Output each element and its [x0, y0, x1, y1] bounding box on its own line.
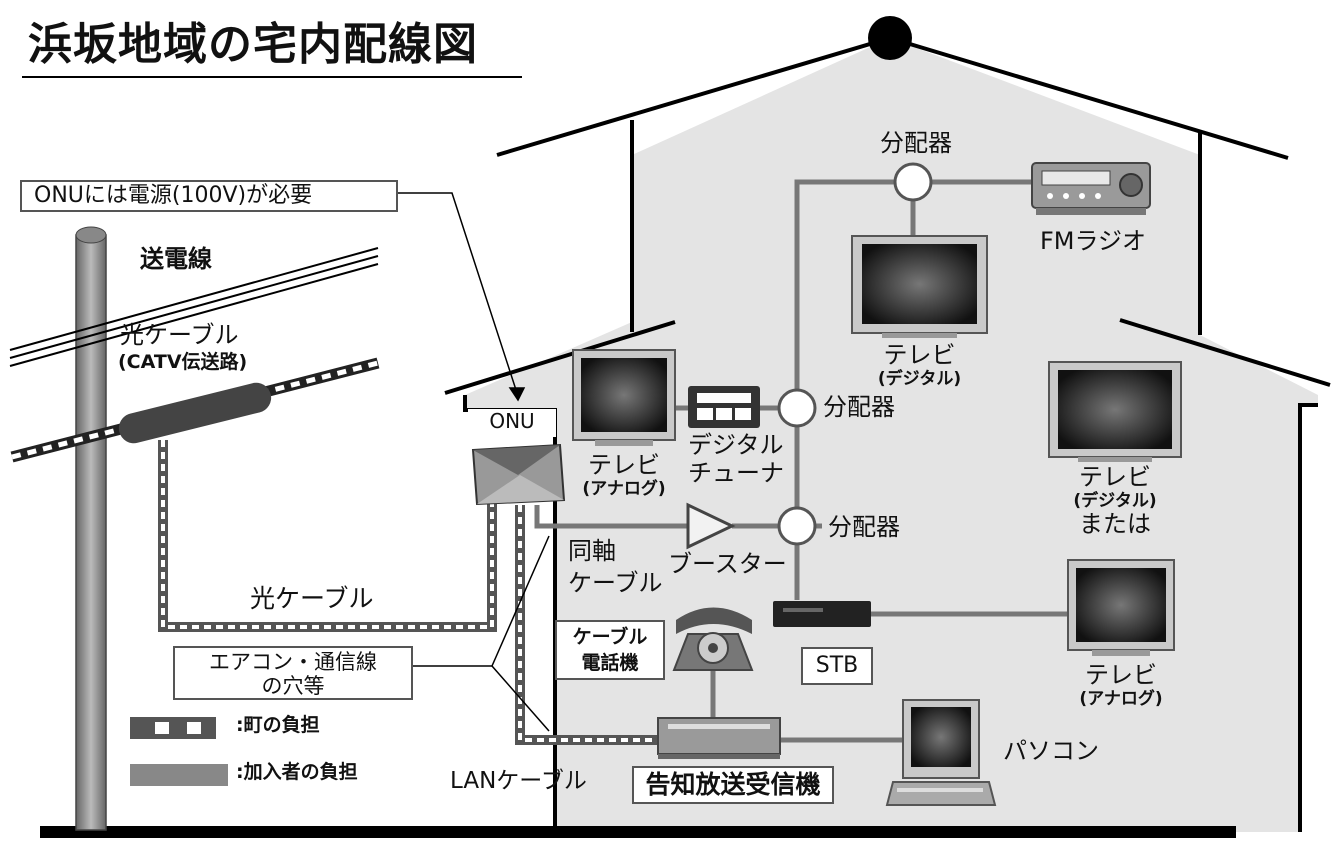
roof-antenna-ball: [868, 16, 912, 60]
cable-phone-box: ケーブル 電話機: [555, 620, 665, 680]
tv-analog-right-sub: (アナログ): [1079, 688, 1163, 709]
announce-receiver-icon: [657, 717, 781, 759]
tv-digital-top-icon: [851, 235, 988, 338]
coax-label-line2: ケーブル: [568, 569, 663, 597]
cable-phone-line2: 電話機: [581, 652, 639, 674]
lan-cable-label: LANケーブル: [450, 768, 587, 794]
tv-analog-right-label: テレビ (アナログ): [1062, 661, 1180, 709]
utility-pole-top: [75, 226, 107, 244]
catv-line-label: (CATV伝送路): [118, 351, 248, 373]
splitter-mid-label: 分配器: [823, 393, 895, 421]
digital-tuner-label: デジタル チューナ: [688, 431, 784, 487]
tv-analog-left-label: テレビ (アナログ): [560, 451, 688, 499]
tv-digital-right-title: テレビ: [1079, 463, 1151, 491]
onu-power-note: ONUには電源(100V)が必要: [20, 180, 398, 212]
drop-closure: [118, 382, 272, 444]
tv-digital-right-label: テレビ (デジタル) または: [1058, 463, 1172, 539]
legend-subscriber-swatch: [130, 764, 228, 786]
announce-receiver-box: 告知放送受信機: [632, 766, 834, 804]
tv-analog-left-title: テレビ: [588, 451, 660, 479]
booster-device: [686, 502, 736, 550]
splitter-low-label: 分配器: [828, 513, 900, 541]
stb-icon: [773, 601, 871, 627]
fm-radio-icon: [1031, 162, 1151, 215]
tv-analog-left-icon: [572, 349, 676, 446]
tv-digital-top-title: テレビ: [883, 341, 956, 369]
stb-label: STB: [815, 653, 859, 678]
stb-box: STB: [801, 647, 873, 685]
digital-tuner-icon: [688, 386, 760, 428]
tv-digital-top-sub: (デジタル): [877, 368, 962, 389]
onu-box: ONU: [468, 409, 556, 437]
fiber-cable-top-label: 光ケーブル: [120, 321, 239, 349]
splitter-low-icon: [777, 506, 817, 546]
tv-analog-right-icon: [1067, 559, 1175, 656]
page-title: 浜坂地域の宅内配線図: [28, 19, 478, 70]
legend-town-swatch: [130, 717, 216, 739]
power-lines: [9, 247, 379, 367]
aircon-hole-line1: エアコン・通信線: [209, 650, 377, 674]
splitter-top-icon: [893, 162, 933, 202]
coax-label-line1: 同軸: [568, 537, 616, 565]
fm-radio-label: FMラジオ: [1040, 227, 1147, 255]
digital-tuner-line2: チューナ: [688, 458, 784, 487]
splitter-top-label: 分配器: [880, 129, 952, 157]
onu-power-note-text: ONUには電源(100V)が必要: [34, 183, 313, 208]
power-line-label: 送電線: [140, 245, 212, 273]
announce-receiver-label: 告知放送受信機: [645, 770, 821, 799]
tv-digital-right-sub: (デジタル): [1073, 490, 1157, 511]
fiber-cable-bottom-label: 光ケーブル: [250, 584, 374, 613]
digital-tuner-line1: デジタル: [688, 431, 784, 459]
tv-analog-right-title: テレビ: [1085, 661, 1157, 689]
booster-label: ブースター: [668, 550, 787, 578]
pc-label: パソコン: [1003, 737, 1099, 765]
tv-digital-top-label: テレビ (デジタル): [862, 341, 977, 389]
callout-lines: [398, 192, 550, 732]
tv-digital-right-icon: [1048, 361, 1182, 462]
splitter-mid-icon: [777, 388, 817, 428]
coax-cables: [534, 179, 1072, 743]
legend-town-label: :町の負担: [236, 714, 320, 736]
tv-analog-left-sub: (アナログ): [582, 478, 666, 499]
ground-line: [40, 826, 1236, 838]
onu-device: [471, 443, 566, 506]
or-label: または: [1079, 510, 1151, 539]
onu-label: ONU: [489, 409, 535, 433]
cable-phone-line1: ケーブル: [572, 626, 648, 648]
aircon-hole-line2: の穴等: [261, 674, 325, 698]
pc-icon: [885, 699, 997, 806]
cable-phone-icon: [672, 607, 754, 671]
legend-subscriber-label: :加入者の負担: [236, 761, 358, 783]
aircon-hole-note: エアコン・通信線 の穴等: [173, 646, 413, 700]
